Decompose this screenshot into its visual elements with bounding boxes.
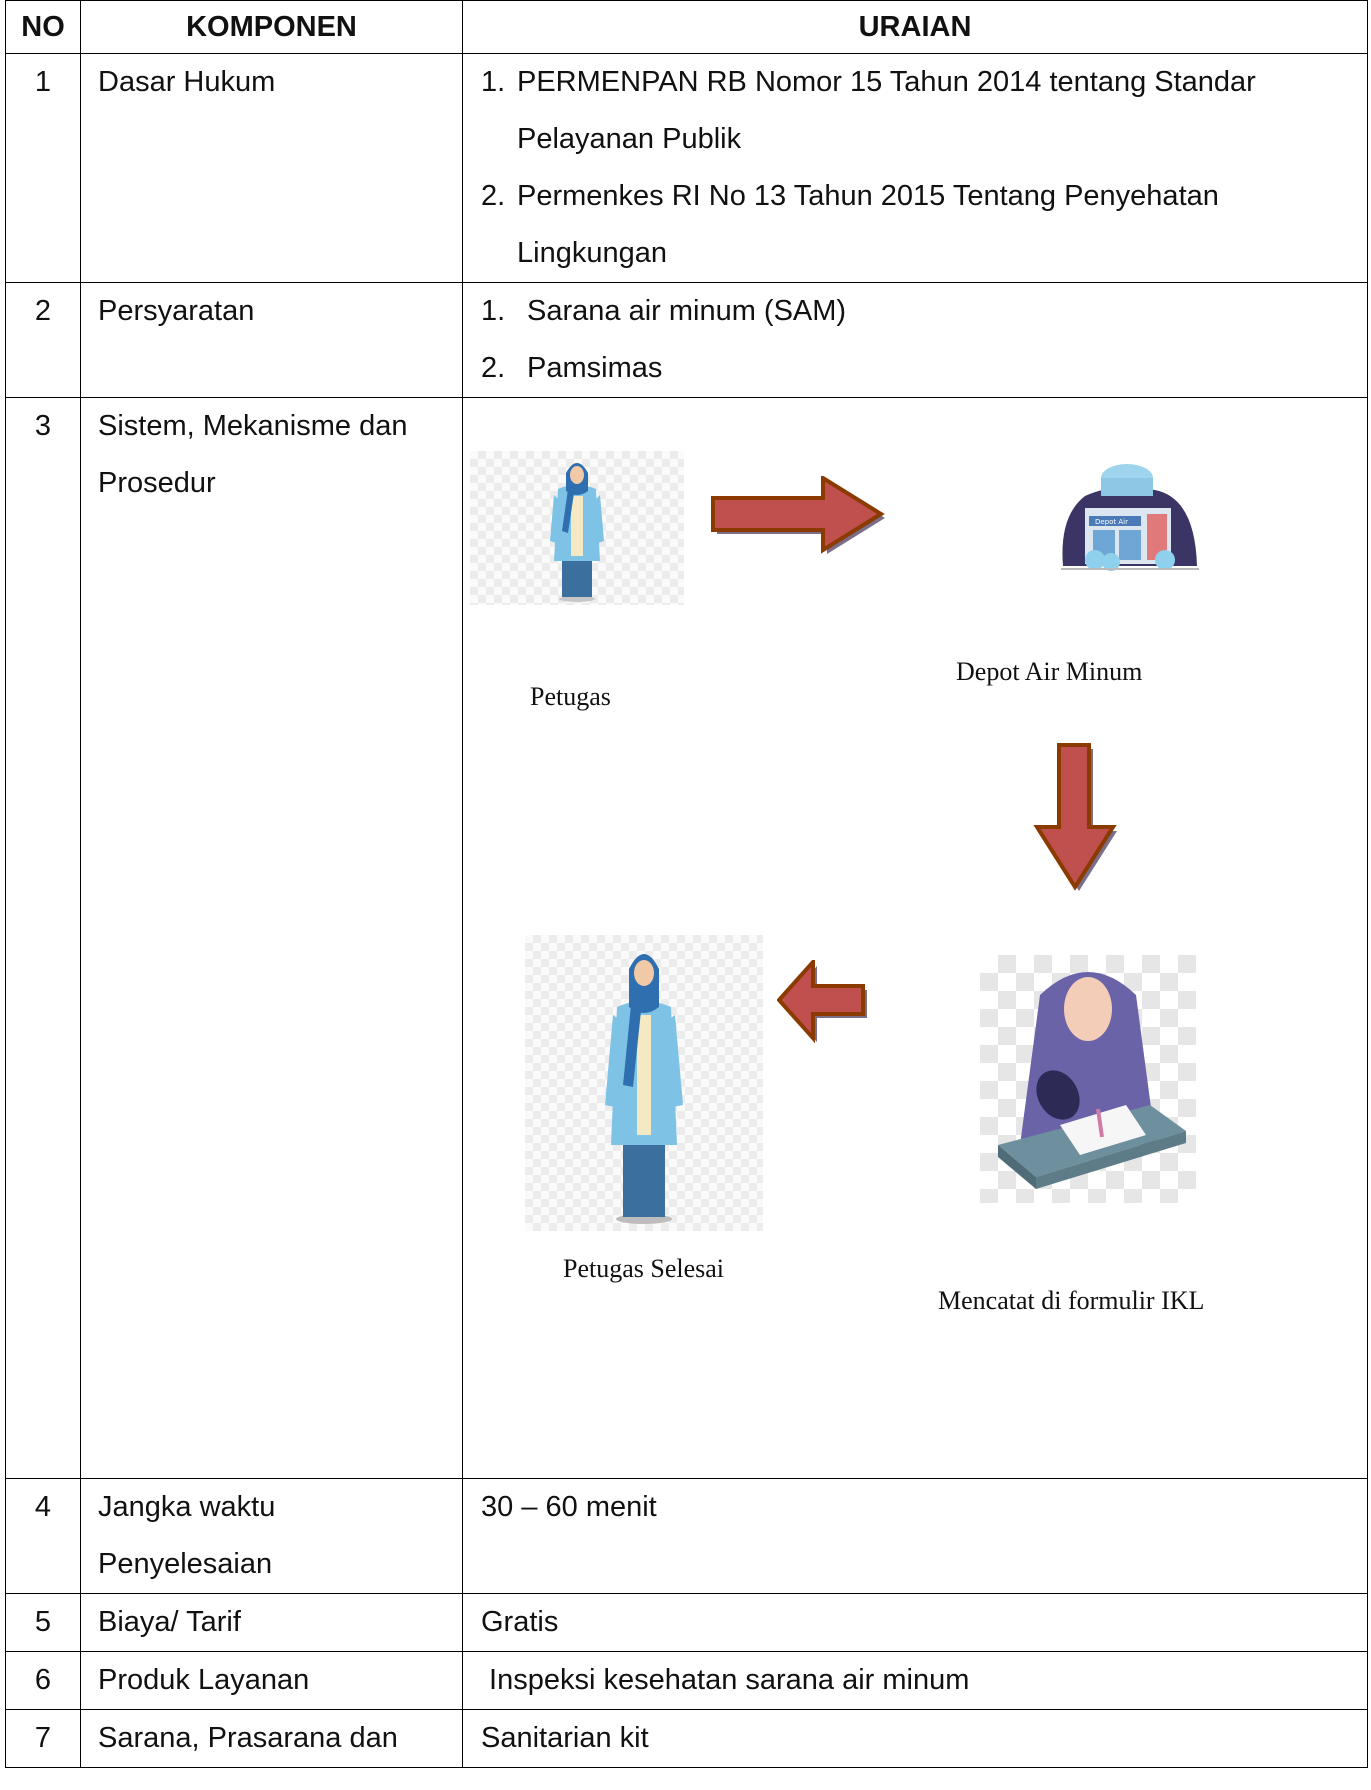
depot-building-icon: Depot Air bbox=[1061, 464, 1199, 571]
header-uraian: URAIAN bbox=[462, 0, 1368, 54]
procedure-flowchart: Depot Air Petugas Depot Air Minum bbox=[463, 398, 1367, 1478]
row-no: 6 bbox=[5, 1651, 81, 1710]
komponen-line: Jangka waktu bbox=[98, 1491, 276, 1523]
row-uraian: 1. Sarana air minum (SAM) 2. Pamsimas bbox=[462, 282, 1368, 398]
list-number: 1. bbox=[481, 66, 506, 98]
row-komponen: Persyaratan bbox=[80, 282, 463, 398]
row-uraian: 30 – 60 menit bbox=[462, 1478, 1368, 1594]
header-no: NO bbox=[5, 0, 81, 54]
list-item: 2. Pamsimas bbox=[481, 340, 1367, 397]
list-text: Sarana air minum (SAM) bbox=[527, 295, 847, 327]
officer-figure-icon bbox=[605, 954, 683, 1224]
row-no: 7 bbox=[5, 1709, 81, 1768]
table-row: 5 Biaya/ Tarif Gratis bbox=[5, 1593, 1368, 1652]
komponen-line: Prosedur bbox=[98, 467, 216, 499]
table-row: 6 Produk Layanan Inspeksi kesehatan sara… bbox=[5, 1651, 1368, 1710]
table-row: 4 Jangka waktu Penyelesaian 30 – 60 meni… bbox=[5, 1478, 1368, 1594]
officer-illustration bbox=[470, 451, 684, 605]
list-text-continued: Pelayanan Publik bbox=[517, 123, 742, 155]
step-caption-petugas: Petugas bbox=[530, 682, 611, 711]
row-no: 4 bbox=[5, 1478, 81, 1594]
list-text: Pamsimas bbox=[527, 352, 663, 384]
officer-figure-icon bbox=[550, 463, 604, 602]
row-komponen: Sistem, Mekanisme dan Prosedur bbox=[80, 397, 463, 1479]
arrow-left-icon bbox=[777, 960, 867, 1044]
table-row: 7 Sarana, Prasarana dan Sanitarian kit bbox=[5, 1709, 1368, 1768]
row-komponen: Biaya/ Tarif bbox=[80, 1593, 463, 1652]
list-text: PERMENPAN RB Nomor 15 Tahun 2014 tentang… bbox=[517, 66, 1256, 98]
table-row: 1 Dasar Hukum 1. PERMENPAN RB Nomor 15 T… bbox=[5, 53, 1368, 283]
arrow-right-icon bbox=[711, 476, 885, 554]
row-no: 2 bbox=[5, 282, 81, 398]
list-number: 1. bbox=[481, 295, 506, 327]
step-caption-mencatat: Mencatat di formulir IKL bbox=[938, 1286, 1205, 1315]
recording-form-illustration bbox=[980, 955, 1196, 1203]
row-uraian: Sanitarian kit bbox=[462, 1709, 1368, 1768]
list-number: 2. bbox=[481, 180, 506, 212]
step-caption-depot: Depot Air Minum bbox=[956, 657, 1143, 686]
list-item: 1. PERMENPAN RB Nomor 15 Tahun 2014 tent… bbox=[481, 54, 1367, 111]
row-uraian: 1. PERMENPAN RB Nomor 15 Tahun 2014 tent… bbox=[462, 53, 1368, 283]
row-komponen: Sarana, Prasarana dan bbox=[80, 1709, 463, 1768]
list-item: 2. Permenkes RI No 13 Tahun 2015 Tentang… bbox=[481, 168, 1367, 225]
row-uraian: Gratis bbox=[462, 1593, 1368, 1652]
komponen-line: Penyelesaian bbox=[98, 1548, 273, 1580]
row-komponen: Jangka waktu Penyelesaian bbox=[80, 1478, 463, 1594]
row-komponen: Produk Layanan bbox=[80, 1651, 463, 1710]
list-number: 2. bbox=[481, 352, 506, 384]
row-no: 3 bbox=[5, 397, 81, 1479]
table-row: 2 Persyaratan 1. Sarana air minum (SAM) … bbox=[5, 282, 1368, 398]
komponen-line: Sistem, Mekanisme dan bbox=[98, 410, 408, 442]
list-text-continued: Lingkungan bbox=[517, 237, 667, 269]
table-row: 3 Sistem, Mekanisme dan Prosedur bbox=[5, 397, 1368, 1479]
row-komponen: Dasar Hukum bbox=[80, 53, 463, 283]
sop-table: NO KOMPONEN URAIAN 1 Dasar Hukum 1. PERM… bbox=[5, 0, 1368, 1768]
header-komponen: KOMPONEN bbox=[80, 0, 463, 54]
depot-illustration: Depot Air bbox=[1055, 456, 1205, 578]
step-caption-selesai: Petugas Selesai bbox=[563, 1254, 725, 1283]
list-text: Permenkes RI No 13 Tahun 2015 Tentang Pe… bbox=[517, 180, 1219, 212]
table-header-row: NO KOMPONEN URAIAN bbox=[5, 0, 1368, 54]
list-item: 1. Sarana air minum (SAM) bbox=[481, 283, 1367, 340]
officer-done-illustration bbox=[525, 935, 763, 1231]
row-no: 5 bbox=[5, 1593, 81, 1652]
writing-woman-icon bbox=[998, 972, 1186, 1189]
row-no: 1 bbox=[5, 53, 81, 283]
depot-sign-text: Depot Air bbox=[1095, 518, 1128, 526]
arrow-down-icon bbox=[1033, 743, 1117, 891]
row-uraian-flowchart: Depot Air Petugas Depot Air Minum bbox=[462, 397, 1368, 1479]
row-uraian: Inspeksi kesehatan sarana air minum bbox=[462, 1651, 1368, 1710]
